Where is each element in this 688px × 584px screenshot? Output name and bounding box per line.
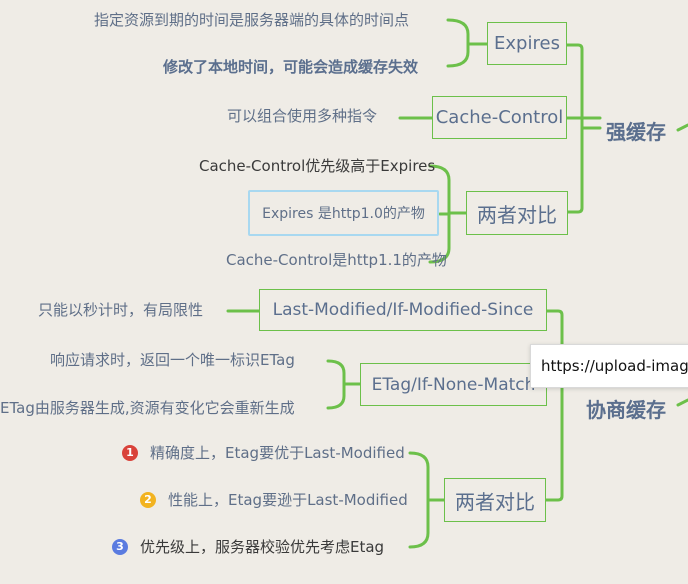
last-modified-note: 只能以秒计时，有局限性	[38, 301, 204, 319]
badge-2-icon: 2	[140, 492, 156, 508]
negotiated-cache-title: 协商缓存	[586, 398, 666, 422]
etag-note-1: 响应请求时，返回一个唯一标识ETag	[50, 351, 295, 369]
expires-note-2: 修改了本地时间，可能会造成缓存失效	[163, 58, 419, 76]
strong-compare-node: 两者对比	[466, 191, 568, 235]
etag-node: ETag/If-None-Match	[360, 363, 547, 406]
strong-compare-note-2: Expires 是http1.0的产物	[248, 190, 439, 236]
url-tooltip: https://upload-imag	[530, 344, 688, 388]
negotiated-compare-node: 两者对比	[444, 478, 546, 522]
badge-3-icon: 3	[112, 539, 128, 555]
strong-compare-note-1: Cache-Control优先级高于Expires	[199, 157, 436, 175]
badge-1-icon: 1	[122, 445, 138, 461]
negotiated-compare-note-1: 精确度上，Etag要优于Last-Modified	[150, 444, 405, 462]
etag-note-2: ETag由服务器生成,资源有变化它会重新生成	[0, 399, 295, 417]
expires-node: Expires	[487, 22, 567, 65]
strong-compare-note-3: Cache-Control是http1.1的产物	[226, 251, 447, 269]
cache-control-note: 可以组合使用多种指令	[227, 107, 378, 125]
cache-control-node: Cache-Control	[432, 96, 567, 139]
negotiated-compare-note-2: 性能上，Etag要逊于Last-Modified	[168, 491, 408, 509]
negotiated-compare-note-3: 优先级上，服务器校验优先考虑Etag	[140, 538, 385, 556]
strong-cache-title: 强缓存	[606, 120, 666, 144]
last-modified-node: Last-Modified/If-Modified-Since	[259, 289, 547, 331]
expires-note-1: 指定资源到期的时间是服务器端的具体的时间点	[94, 11, 410, 29]
